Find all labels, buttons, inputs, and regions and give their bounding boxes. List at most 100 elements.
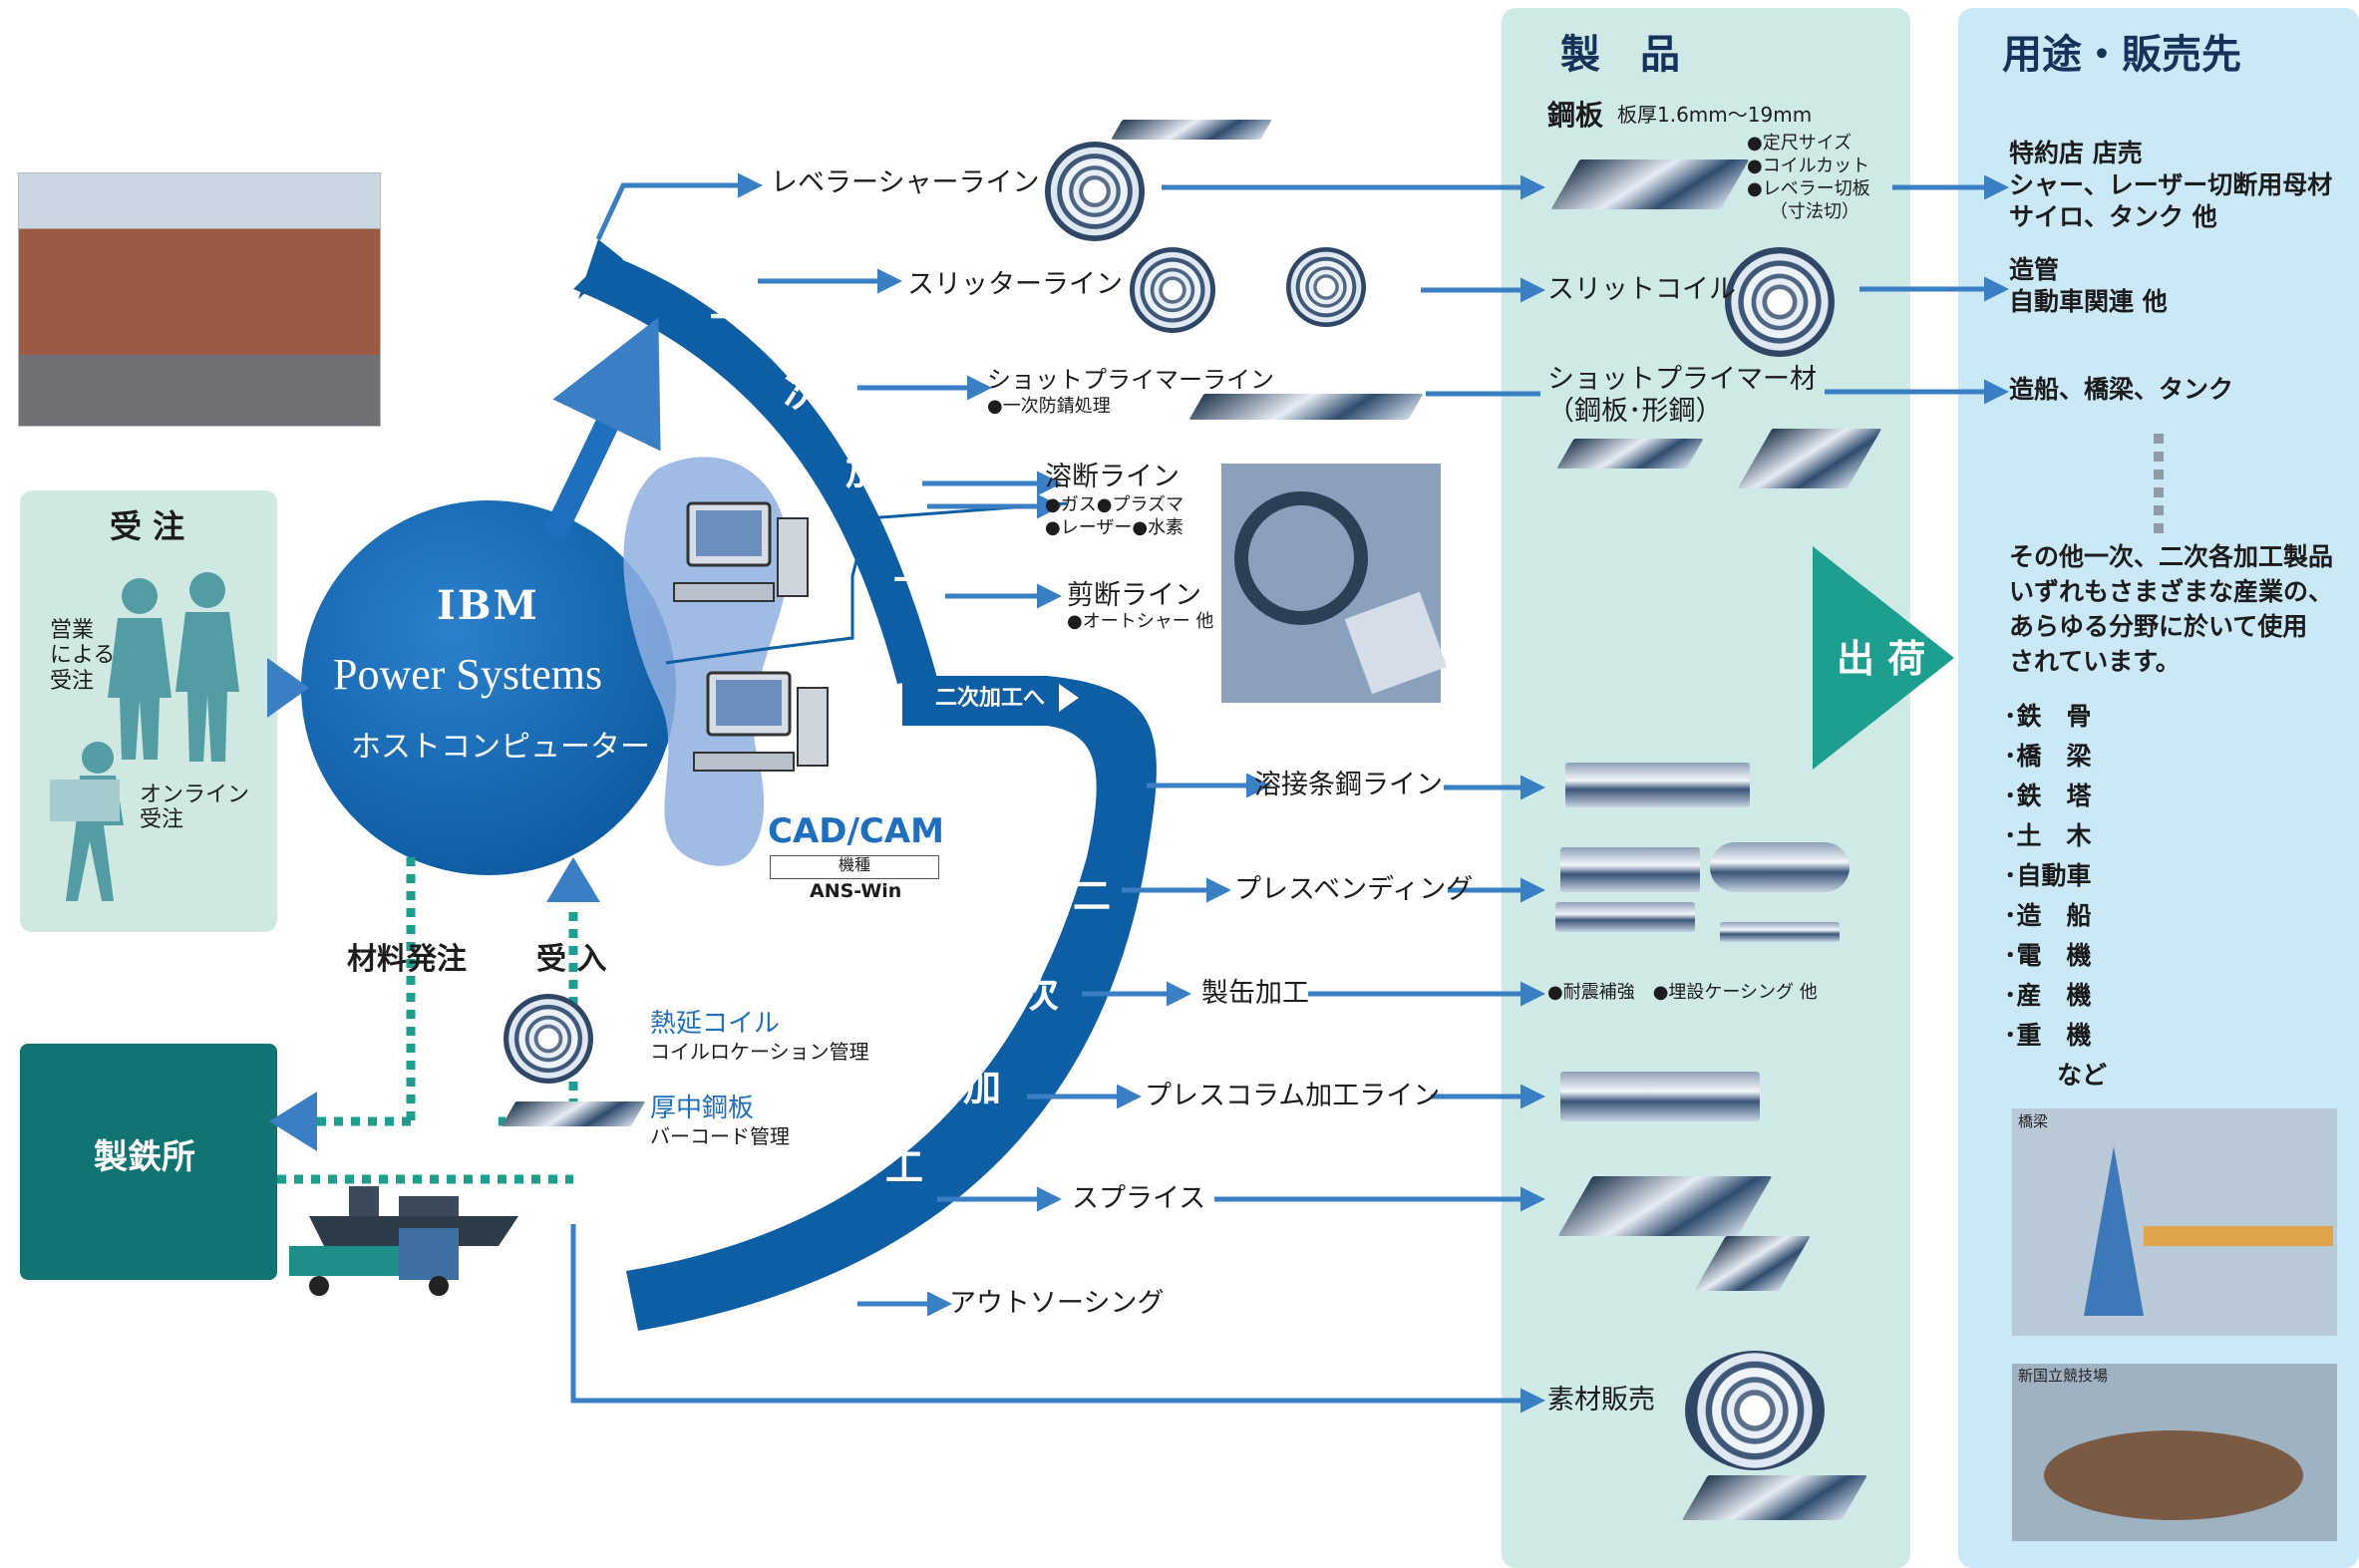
plate-option: （寸法切） [1770,201,1859,222]
host-computer-label: ホストコンピューター [351,730,650,765]
welding-line: 溶接条鋼ライン [1254,770,1443,800]
plate-option: ●コイルカット [1747,156,1870,176]
industry-item: ･産 機 [2004,981,2092,1010]
products-title: 製 品 [1560,32,1680,78]
shipping-label: 出 荷 [1837,637,1926,681]
slit-coil-label: スリットコイル [1547,274,1736,305]
industry-item: ･橋 梁 [2004,742,2092,771]
material-coil-product [1685,1351,1825,1470]
industry-item: ･重 機 [2004,1021,2092,1050]
use-text: 特約店 店売 [2009,139,2143,167]
material-plate-product [1682,1475,1867,1520]
online-operator-icon [50,742,124,901]
steel-mill-label: 製鉄所 [94,1137,195,1177]
sales-people-icon [108,572,239,762]
use-text: 自動車関連 他 [2009,287,2168,316]
use-text: サイロ、タンク 他 [2009,202,2217,231]
order-title: 受 注 [110,507,185,545]
primary-processing-arc [573,254,937,684]
shot-primer-note: ●一次防錆処理 [987,396,1111,417]
coil-icon [1130,247,1215,333]
cad-model: ANS-Win [810,880,902,902]
computer-icon [673,501,809,602]
hot-coil-icon [504,994,593,1084]
use-text: シャー、レーザー切断用母材 [2009,170,2333,199]
thick-plate-icon [501,1101,646,1126]
splice-plate-product [1557,1176,1773,1236]
other-uses-text: その他一次、二次各加工製品 [2009,542,2334,571]
other-uses-text: あらゆる分野に於いて使用 [2009,612,2308,641]
slitter-line: スリッターライン [907,269,1123,300]
uses-title: 用途・販売先 [2002,32,2241,78]
industry-item: ･鉄 塔 [2004,782,2092,810]
ibm-logo: IBM [437,582,539,629]
press-column-line: プレスコラム加工ライン [1145,1081,1441,1111]
coil-icon [1286,247,1366,327]
industry-item: ･鉄 骨 [2004,702,2092,731]
ship-truck-icon [289,1186,518,1296]
press-bend-product [1560,847,1700,892]
hot-coil-label: 熱延コイル [650,1009,781,1039]
plate-option: ●レベラー切板 [1747,178,1870,199]
welded-beam-product [1565,763,1750,807]
thick-plate-label: 厚中鋼板 [650,1094,755,1123]
secondary-arc-char: 二 [1073,874,1112,918]
sales-order-text: 営業 による 受注 [50,618,116,694]
power-systems-label: Power Systems [333,650,603,699]
thick-plate-note: バーコード管理 [650,1124,790,1148]
plate-thickness: 板厚1.6mm～19mm [1617,103,1813,127]
secondary-arc-char: 加 [963,1066,1002,1109]
press-column-product [1560,1072,1760,1121]
plate-option: ●定尺サイズ [1747,133,1853,154]
computer-icon [693,671,829,772]
online-order-text: オンライン 受注 [140,783,250,833]
steel-mill-box [20,1044,277,1280]
secondary-arc-char: 工 [885,1145,924,1189]
industry-item: ･土 木 [2004,821,2092,850]
to-secondary-arrow-icon [1059,684,1079,712]
model-label: 機種 [770,855,939,879]
material-order-label: 材料発注 [347,942,467,977]
primary-arc-char: 工 [893,545,932,589]
steel-plate-product [1550,159,1750,209]
shot-primer-product [1556,439,1704,469]
pipe-product [1710,842,1850,892]
outsourcing-line: アウトソーシング [949,1288,1165,1319]
plate-icon [1111,120,1272,140]
shear-line: 剪断ライン [1067,580,1201,611]
secondary-processing-arc [626,676,1157,1331]
press-bend-product [1555,902,1695,932]
shot-primer-line: ショットプライマーライン [987,366,1274,394]
material-sales-label: 素材販売 [1547,1385,1655,1415]
stadium-photo-caption: 新国立競技場 [2018,1367,2109,1385]
fusion-cutting-line: 溶断ライン [1045,462,1180,492]
leveler-shear-line: レベラーシャーライン [771,167,1040,198]
hot-coil-note: コイルロケーション管理 [650,1040,869,1064]
steel-plate-label: 鋼板 [1547,99,1604,132]
shipping-triangle [1813,546,1954,770]
press-bend-product [1720,922,1840,942]
shear-note: ●オートシャー 他 [1067,611,1214,632]
company-building-photo [18,172,381,427]
primary-arc-char: 加 [845,450,884,493]
fusion-note-2: ●レーザー●水素 [1045,517,1184,538]
secondary-arc-char: 次 [1021,972,1060,1016]
other-uses-text: いずれもさまざまな産業の、 [2009,577,2334,606]
to-secondary-label: 二次加工へ [935,686,1046,711]
industry-item: ･自動車 [2004,861,2092,890]
can-notes: ●耐震補強 ●埋設ケーシング 他 [1547,982,1818,1003]
shot-primer-material-sub: （鋼板･形鋼） [1547,396,1723,427]
use-text: 造船、橋梁、タンク [2009,375,2234,404]
splice-line: スプライス [1072,1183,1206,1214]
can-making-line: 製缶加工 [1201,978,1309,1009]
bridge-photo [2012,1108,2337,1336]
use-text: 造管 [2009,255,2060,284]
shot-plate-icon [1188,394,1424,420]
receiving-label: 受 入 [536,942,607,977]
industry-item: ･造 船 [2004,901,2092,930]
coil-icon [1045,142,1145,241]
other-uses-text: されています。 [2009,647,2181,676]
industry-item: など [2057,1061,2108,1090]
fusion-note-1: ●ガス●プラズマ [1045,494,1184,515]
